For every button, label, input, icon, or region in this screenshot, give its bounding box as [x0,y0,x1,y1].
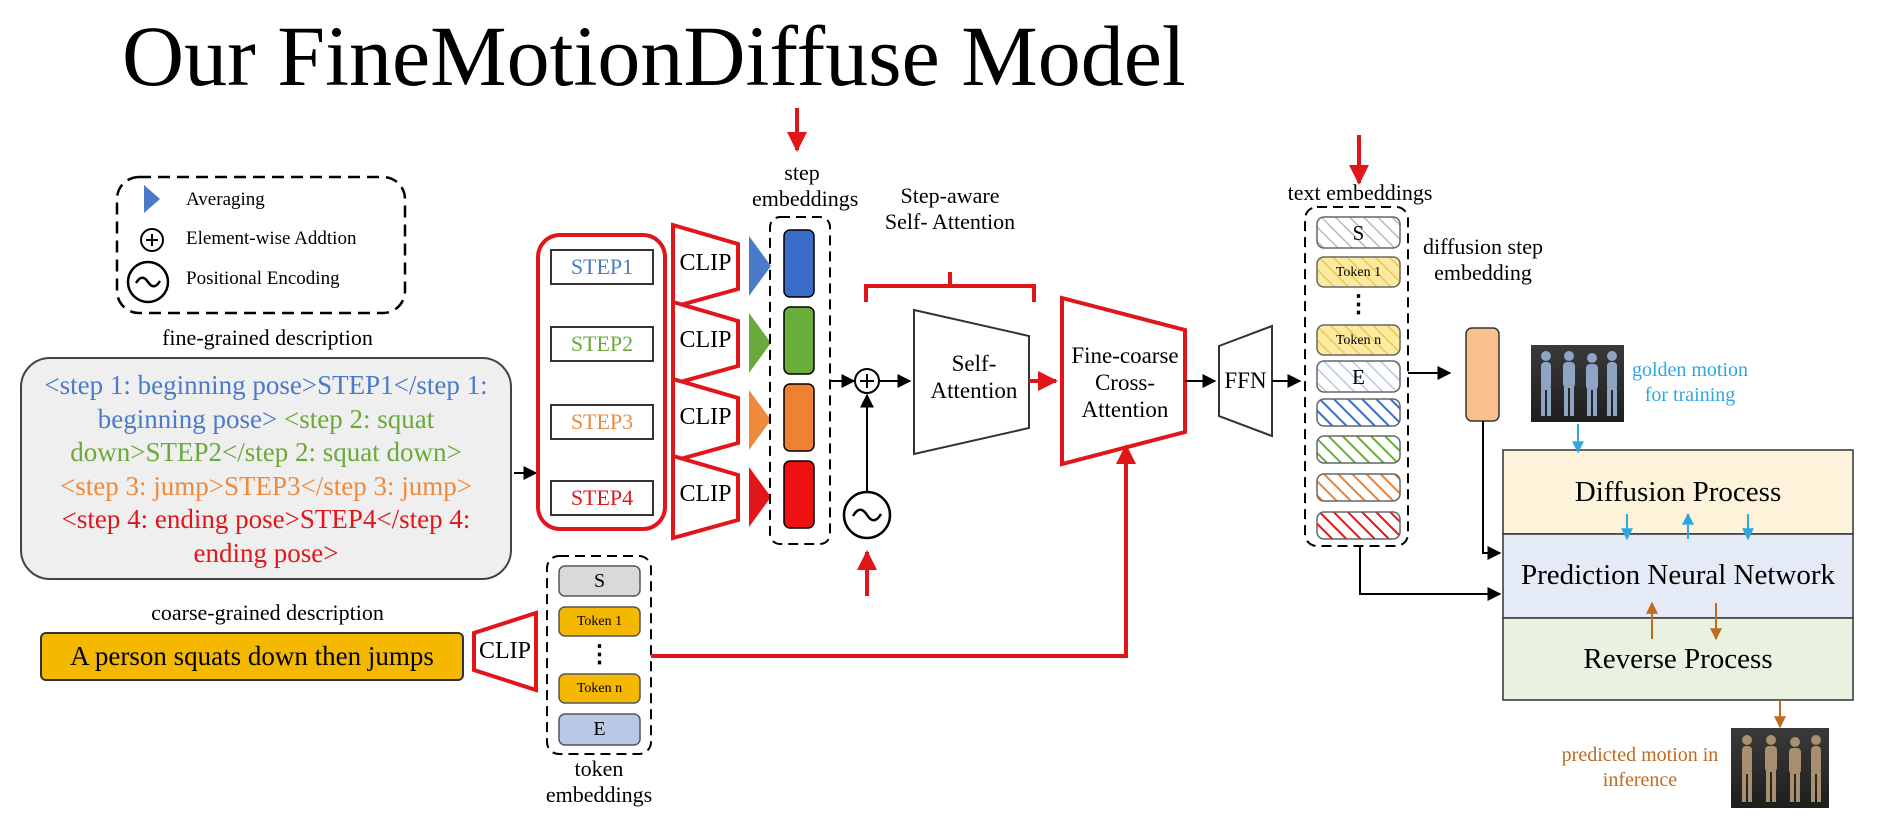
step3-box [550,404,654,440]
step-aware-label: Step-aware Self- Attention [884,183,1016,234]
text-emb-tokenn [1316,324,1401,356]
clip-encoder-2 [671,299,740,387]
clip-label-4: CLIP [679,481,732,507]
token-emb-s-label: S [593,570,606,592]
averaging-icon-4 [749,467,771,527]
text-emb-step1 [1316,398,1401,427]
token-emb-dots: ⋮ [587,642,612,668]
coarse-grained-description: A person squats down then jumps [40,632,464,681]
diffusion-step-embedding-block [1465,327,1500,422]
text-emb-e [1316,360,1401,393]
fine-grained-description: <step 1: beginning pose>STEP1</step 1: b… [20,357,512,580]
text-emb-step4 [1316,511,1401,540]
token-embeddings-heading: token embeddings [545,756,653,807]
clip-label-2: CLIP [679,327,732,353]
clip-encoder-1 [671,222,740,310]
fine-line-3: down>STEP2</step 2: squat down> [70,437,462,467]
token-emb-e [558,713,641,746]
reverse-process-label: Reverse Process [1583,643,1773,675]
ffn-block [1218,324,1273,438]
step-embedding-4 [783,460,815,529]
step-group [536,233,667,531]
averaging-icon [144,185,160,213]
step4-label: STEP4 [570,485,634,510]
fine-line-2a: beginning pose> [97,403,284,434]
clip-coarse-label: CLIP [478,638,531,664]
diffusion-step-label: diffusion step embedding [1423,234,1543,285]
step-embedding-1 [783,229,815,298]
cross-attention-label: Fine-coarse Cross- Attention [1071,343,1179,423]
legend-positional-label: Positional Encoding [186,268,340,289]
legend-box [115,175,407,315]
cross-attention-block [1060,295,1187,467]
step-embedding-2 [783,306,815,375]
clip-encoder-4 [671,453,740,541]
text-emb-token1-label: Token 1 [1335,265,1382,280]
text-emb-step2 [1316,435,1401,464]
token-emb-e-label: E [593,718,606,740]
step-embedding-3 [783,383,815,452]
reverse-process-box [1502,617,1854,701]
token-emb-s [558,565,641,597]
positional-encoding-icon [126,260,170,304]
predicted-motion-label: predicted motion in inference [1561,744,1719,791]
step1-box [550,249,654,285]
averaging-icon-2 [749,313,771,373]
text-emb-step3 [1316,473,1401,502]
step-embeddings-label: step embeddings [752,160,859,211]
predicted-motion-image [1731,728,1829,808]
fine-line-1: <step 1: beginning pose>STEP1</step 1: [44,370,488,400]
fine-line-4: <step 3: jump>STEP3</step 3: jump> [60,470,472,501]
self-attention-block [913,308,1030,456]
text-emb-s [1316,216,1401,249]
averaging-icon-1 [749,236,771,296]
golden-motion-image [1531,345,1624,422]
diffusion-process-box [1502,449,1854,535]
ffn-label: FFN [1224,368,1267,393]
text-embeddings-heading: text embeddings [1287,180,1433,205]
page-title: Our FineMotionDiffuse Model [122,8,1186,104]
averaging-icon-3 [749,390,771,450]
fine-line-6: ending pose> [193,537,339,568]
add-icon [140,228,164,252]
token-emb-token1 [558,606,641,637]
token-emb-tokenn-label: Token n [576,681,623,696]
diffusion-process-label: Diffusion Process [1574,476,1782,508]
token-emb-token1-label: Token 1 [576,614,623,629]
text-embeddings-box [1304,206,1409,547]
fine-line-5: <step 4: ending pose>STEP4</step 4: [61,504,471,534]
text-emb-e-label: E [1352,365,1365,389]
text-emb-token1 [1316,256,1401,288]
clip-encoder-coarse [472,610,538,693]
token-emb-tokenn [558,673,641,704]
step-aware-bracket [864,272,1036,302]
fine-line-2: beginning pose> <step 2: squat [22,403,510,437]
step2-label: STEP2 [570,331,634,356]
fine-grained-heading: fine-grained description [162,325,373,350]
step4-box [550,480,654,516]
clip-encoder-3 [671,376,740,464]
step2-box [550,326,654,362]
text-emb-tokenn-label: Token n [1335,333,1382,348]
legend-averaging-label: Averaging [186,189,265,210]
prediction-network-label: Prediction Neural Network [1520,559,1836,591]
fine-line-2b: <step 2: squat [284,403,435,434]
golden-motion-label: golden motion for training [1631,359,1749,406]
self-attention-label: Self- Attention [930,351,1018,404]
clip-label-1: CLIP [679,250,732,276]
step1-label: STEP1 [570,254,634,279]
text-emb-s-label: S [1352,221,1365,245]
clip-label-3: CLIP [679,404,732,430]
legend-addition-label: Element-wise Addtion [186,228,357,249]
text-emb-dots: ⋮ [1346,292,1371,318]
step3-label: STEP3 [570,409,634,434]
prediction-network-box [1502,533,1854,619]
coarse-grained-heading: coarse-grained description [151,600,384,625]
